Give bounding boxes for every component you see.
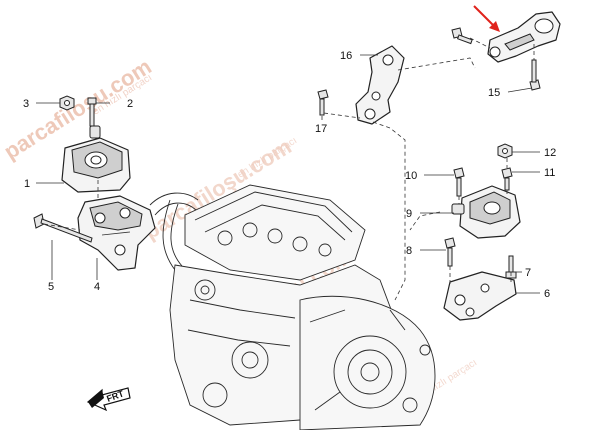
callout-4: 4 (94, 281, 100, 293)
highlight-arrow (473, 5, 500, 32)
callout-6: 6 (544, 288, 550, 300)
part-15-bolt[interactable] (529, 59, 541, 91)
part-6-lower-bracket[interactable] (443, 271, 517, 321)
part-10-bolt[interactable] (453, 167, 465, 197)
callout-leaders (36, 54, 540, 294)
part-4-mount-bracket[interactable] (77, 195, 156, 271)
callout-8: 8 (406, 245, 412, 257)
callout-1: 1 (24, 178, 30, 190)
part-11-bolt[interactable] (501, 167, 513, 191)
callout-5: 5 (48, 281, 54, 293)
part-1-engine-mount[interactable] (61, 125, 131, 193)
part-3-nut[interactable] (59, 95, 75, 111)
callout-15: 15 (488, 87, 500, 99)
callout-2: 2 (127, 98, 133, 110)
part-17-bolt[interactable] (317, 89, 329, 116)
callout-3: 3 (23, 98, 29, 110)
part-9-transmission-mount[interactable] (451, 185, 521, 239)
callout-7: 7 (525, 267, 531, 279)
alignment-lines (43, 37, 535, 301)
callout-17: 17 (315, 123, 327, 135)
part-5-long-bolt[interactable] (33, 213, 93, 243)
part-12-nut[interactable] (497, 143, 513, 159)
part-2-bolt[interactable] (87, 97, 97, 127)
part-16-upper-bracket[interactable] (355, 45, 405, 125)
callout-labels: 1 2 3 4 5 6 7 8 9 10 11 12 15 16 17 (23, 50, 556, 300)
part-torque-rod[interactable] (487, 11, 561, 63)
engine-assembly (149, 184, 436, 430)
bolt-top-left[interactable] (451, 27, 473, 45)
part-8-bolt[interactable] (444, 237, 456, 267)
callout-16: 16 (340, 50, 352, 62)
callout-10: 10 (405, 170, 417, 182)
front-direction-arrow: FRT (86, 387, 131, 412)
callout-11: 11 (544, 167, 555, 179)
callout-9: 9 (406, 208, 412, 220)
callout-12: 12 (544, 147, 556, 159)
